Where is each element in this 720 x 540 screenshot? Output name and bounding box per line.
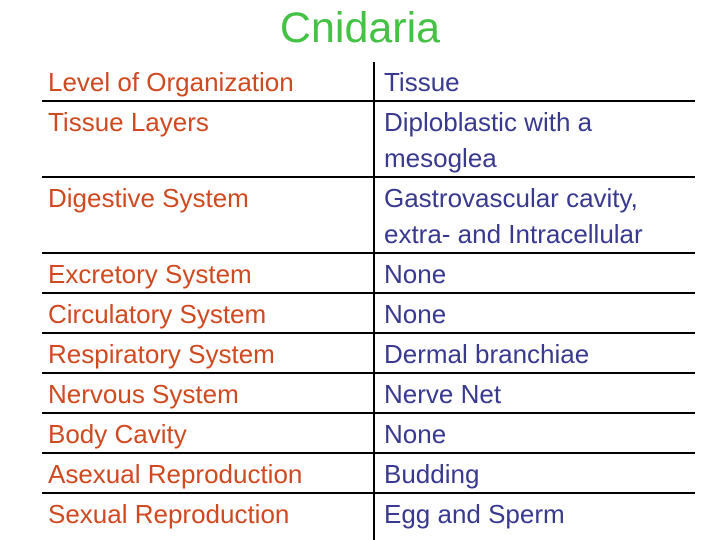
row-label: Nervous System bbox=[48, 379, 239, 409]
row-value: Budding bbox=[373, 454, 695, 492]
row-value: Diploblastic with a mesoglea bbox=[373, 102, 695, 176]
table-row: Sexual Reproduction Egg and Sperm bbox=[42, 494, 695, 540]
row-label: Body Cavity bbox=[48, 419, 187, 449]
row-label: Tissue Layers bbox=[48, 107, 209, 137]
table-row: Tissue Layers Diploblastic with a mesogl… bbox=[42, 102, 695, 178]
table-row: Digestive System Gastrovascular cavity, … bbox=[42, 178, 695, 254]
row-value: None bbox=[373, 294, 695, 332]
table-row: Excretory System None bbox=[42, 254, 695, 294]
table-row: Nervous System Nerve Net bbox=[42, 374, 695, 414]
table-row: Circulatory System None bbox=[42, 294, 695, 334]
row-label: Circulatory System bbox=[48, 299, 267, 329]
slide-title: Cnidaria bbox=[279, 4, 441, 52]
row-value: Tissue bbox=[373, 62, 695, 100]
table-row: Body Cavity None bbox=[42, 414, 695, 454]
row-value: Egg and Sperm bbox=[373, 494, 695, 540]
row-label: Digestive System bbox=[48, 183, 249, 213]
table-row: Respiratory System Dermal branchiae bbox=[42, 334, 695, 374]
row-value: None bbox=[373, 254, 695, 292]
row-label: Excretory System bbox=[48, 259, 252, 289]
row-label: Level of Organization bbox=[48, 67, 294, 97]
row-value: None bbox=[373, 414, 695, 452]
row-value: Gastrovascular cavity, extra- and Intrac… bbox=[373, 178, 695, 252]
row-label: Sexual Reproduction bbox=[48, 499, 290, 529]
row-label: Respiratory System bbox=[48, 339, 275, 369]
row-value: Dermal branchiae bbox=[373, 334, 695, 372]
table-row: Asexual Reproduction Budding bbox=[42, 454, 695, 494]
row-label: Asexual Reproduction bbox=[48, 459, 303, 489]
table-row: Level of Organization Tissue bbox=[42, 62, 695, 102]
row-value: Nerve Net bbox=[373, 374, 695, 412]
comparison-table: Level of Organization Tissue Tissue Laye… bbox=[42, 62, 695, 540]
